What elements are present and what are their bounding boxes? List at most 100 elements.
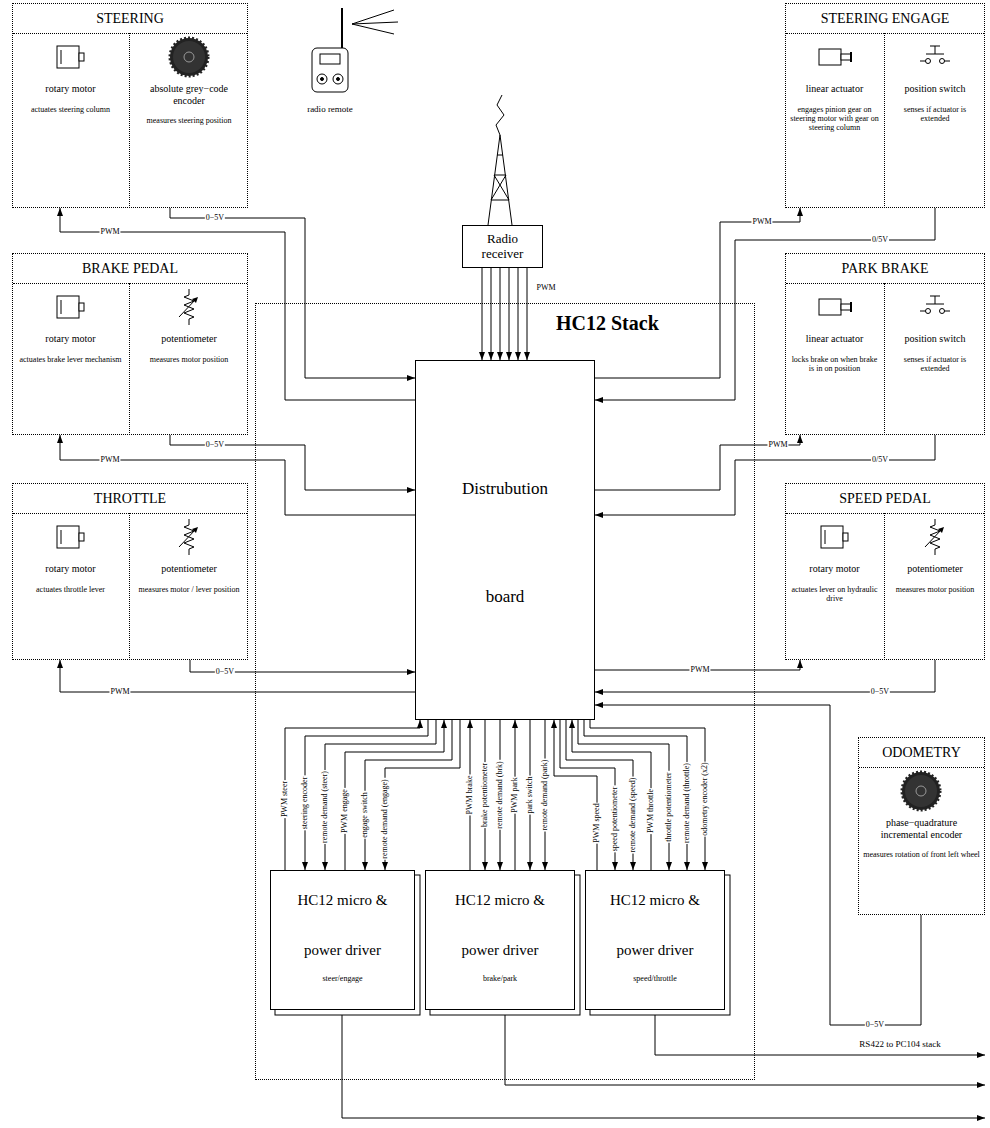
signal-label: PWM bbox=[689, 666, 710, 674]
component-icon bbox=[57, 38, 950, 810]
component-cell: potentiometermeasures motor position bbox=[885, 513, 985, 660]
component-name: position switch bbox=[890, 333, 980, 345]
signal-wire bbox=[170, 435, 415, 490]
component-description: measures steering position bbox=[135, 116, 243, 125]
panel-title: SPEED PEDAL bbox=[786, 484, 984, 514]
receiver-signal-wire bbox=[482, 268, 527, 360]
receiver-box: Radio receiver bbox=[462, 225, 543, 268]
component-description: measures motor position bbox=[135, 355, 243, 364]
signal-wire bbox=[305, 720, 428, 870]
signal-label: 0−5V bbox=[865, 1021, 885, 1029]
micro-driver-box: HC12 micro & power driverspeed/throttle bbox=[585, 870, 725, 1010]
signal-wire bbox=[560, 720, 615, 870]
micro-driver-box: HC12 micro & power driverbrake/park bbox=[425, 870, 575, 1010]
component-cell: absolute grey−code encoder measures steer… bbox=[130, 33, 248, 208]
subsystem-panel: STEERING ENGAGE linear actuator engages pi… bbox=[785, 3, 985, 208]
signal-label: odometry encoder (x2) bbox=[701, 761, 709, 836]
component-description: engages pinion gear on steering motor wi… bbox=[790, 105, 879, 133]
signal-wire bbox=[595, 435, 800, 490]
component-name: rotary motor bbox=[17, 83, 124, 95]
component-cell: position switch senses if actuator is ext… bbox=[885, 283, 985, 435]
component-name: rotary motor bbox=[17, 563, 124, 575]
receiver-label: Radio receiver bbox=[465, 232, 540, 261]
signal-wire bbox=[566, 720, 633, 870]
subsystem-panel: SPEED PEDALrotary motoractuates lever on… bbox=[785, 483, 985, 660]
board-label: Distrubution bbox=[416, 479, 594, 499]
micro-role: speed/throttle bbox=[586, 975, 724, 984]
signal-wire bbox=[500, 268, 501, 360]
micro-label: HC12 micro & power driver bbox=[445, 875, 555, 975]
signal-label: remote demand (speed) bbox=[629, 776, 637, 853]
signal-label: PWM bbox=[751, 218, 772, 226]
signal-label: park switch bbox=[526, 775, 534, 814]
component-name: linear actuator bbox=[790, 83, 879, 95]
signal-label: engage switch bbox=[361, 791, 369, 839]
component-cell: phase−quadrature incremental encoder meas… bbox=[858, 767, 985, 915]
component-name: absolute grey−code encoder bbox=[135, 83, 243, 106]
panel-title: PARK BRAKE bbox=[786, 254, 984, 284]
component-description: senses if actuator is extended bbox=[890, 355, 980, 373]
component-cell: rotary motor actuates brake lever mechani… bbox=[12, 283, 130, 435]
signal-wire bbox=[325, 720, 436, 870]
micro-label: HC12 micro & power driver bbox=[288, 875, 398, 975]
component-cell: rotary motoractuates lever on hydraulic … bbox=[785, 513, 885, 660]
board-label: board bbox=[416, 587, 594, 607]
signal-label: PWM steer bbox=[281, 780, 289, 818]
signal-label: PWM speed bbox=[593, 802, 601, 843]
panel-title: STEERING bbox=[13, 4, 247, 34]
component-name: potentiometer bbox=[135, 333, 243, 345]
panel-title: STEERING ENGAGE bbox=[786, 4, 984, 34]
component-cell: linear actuatorlocks brake on when brake… bbox=[785, 283, 885, 435]
signal-label: PWM bbox=[767, 441, 788, 449]
component-cell: linear actuator engages pinion gear on st… bbox=[785, 33, 885, 208]
component-description: measures rotation of front left wheel bbox=[863, 850, 980, 859]
signal-label: brake potentiometer bbox=[481, 762, 489, 828]
signal-label: PWM engage bbox=[341, 788, 349, 834]
signal-wire bbox=[385, 720, 460, 870]
component-name: phase−quadrature incremental encoder bbox=[863, 817, 980, 840]
stack-enclosure: HC12 StackDistrubutionboardHC12 micro & … bbox=[255, 303, 755, 1080]
signal-label: PWM park bbox=[511, 776, 519, 813]
signal-wire bbox=[365, 720, 452, 870]
signal-wire bbox=[572, 720, 651, 870]
rs422-wire bbox=[342, 1015, 985, 1118]
component-description: actuates brake lever mechanism bbox=[17, 355, 124, 364]
subsystem-panel: THROTTLErotary motoractuates throttle le… bbox=[12, 483, 248, 660]
signal-label: 0−5V bbox=[870, 688, 890, 696]
signal-label: remote demand (steer) bbox=[321, 770, 329, 844]
component-cell: position switchsenses if actuator is ext… bbox=[885, 33, 985, 208]
signal-wire bbox=[595, 208, 800, 378]
signal-label: PWM bbox=[109, 688, 130, 696]
signal-label: PWM bbox=[535, 284, 556, 292]
signal-label: PWM brake bbox=[466, 775, 474, 816]
signal-label: 0/5V bbox=[871, 456, 889, 464]
micro-role: steer/engage bbox=[271, 975, 414, 984]
micro-driver-box: HC12 micro & power driversteer/engage bbox=[270, 870, 415, 1010]
signal-label: PWM throttle bbox=[647, 788, 655, 834]
signal-label: PWM bbox=[99, 456, 120, 464]
component-cell: potentiometer measures motor position bbox=[130, 283, 248, 435]
distribution-board: Distrubution board bbox=[415, 360, 595, 720]
component-cell: rotary motor actuates throttle lever bbox=[12, 513, 130, 660]
component-name: rotary motor bbox=[790, 563, 879, 575]
component-name: rotary motor bbox=[17, 333, 124, 345]
component-name: potentiometer bbox=[890, 563, 980, 575]
signal-label: PWM bbox=[99, 228, 120, 236]
signal-wire bbox=[590, 720, 705, 870]
subsystem-panel: BRAKE PEDALrotary motoractuates brake le… bbox=[12, 253, 248, 435]
signal-label: steering encoder bbox=[301, 776, 309, 831]
signal-label: 0/5V bbox=[871, 236, 889, 244]
component-cell: potentiometermeasures motor / lever posi… bbox=[130, 513, 248, 660]
signal-label: remote demand (park) bbox=[541, 758, 549, 831]
subsystem-panel: STEERING rotary motor actuates steering co… bbox=[12, 3, 248, 208]
signal-label: 0−5V bbox=[205, 214, 225, 222]
signal-label: throttle potentiometer bbox=[665, 771, 673, 843]
signal-label: remote demand (brk) bbox=[496, 760, 504, 830]
component-description: actuates steering column bbox=[17, 105, 124, 114]
subsystem-panel: ODOMETRYphase−quadrature incremental enc… bbox=[858, 737, 985, 915]
component-description: actuates throttle lever bbox=[17, 585, 124, 594]
micro-role: brake/park bbox=[426, 975, 574, 984]
signal-label: remote demand (engage) bbox=[381, 778, 389, 860]
bus-label: RS422 to PC104 stack bbox=[859, 1040, 940, 1050]
